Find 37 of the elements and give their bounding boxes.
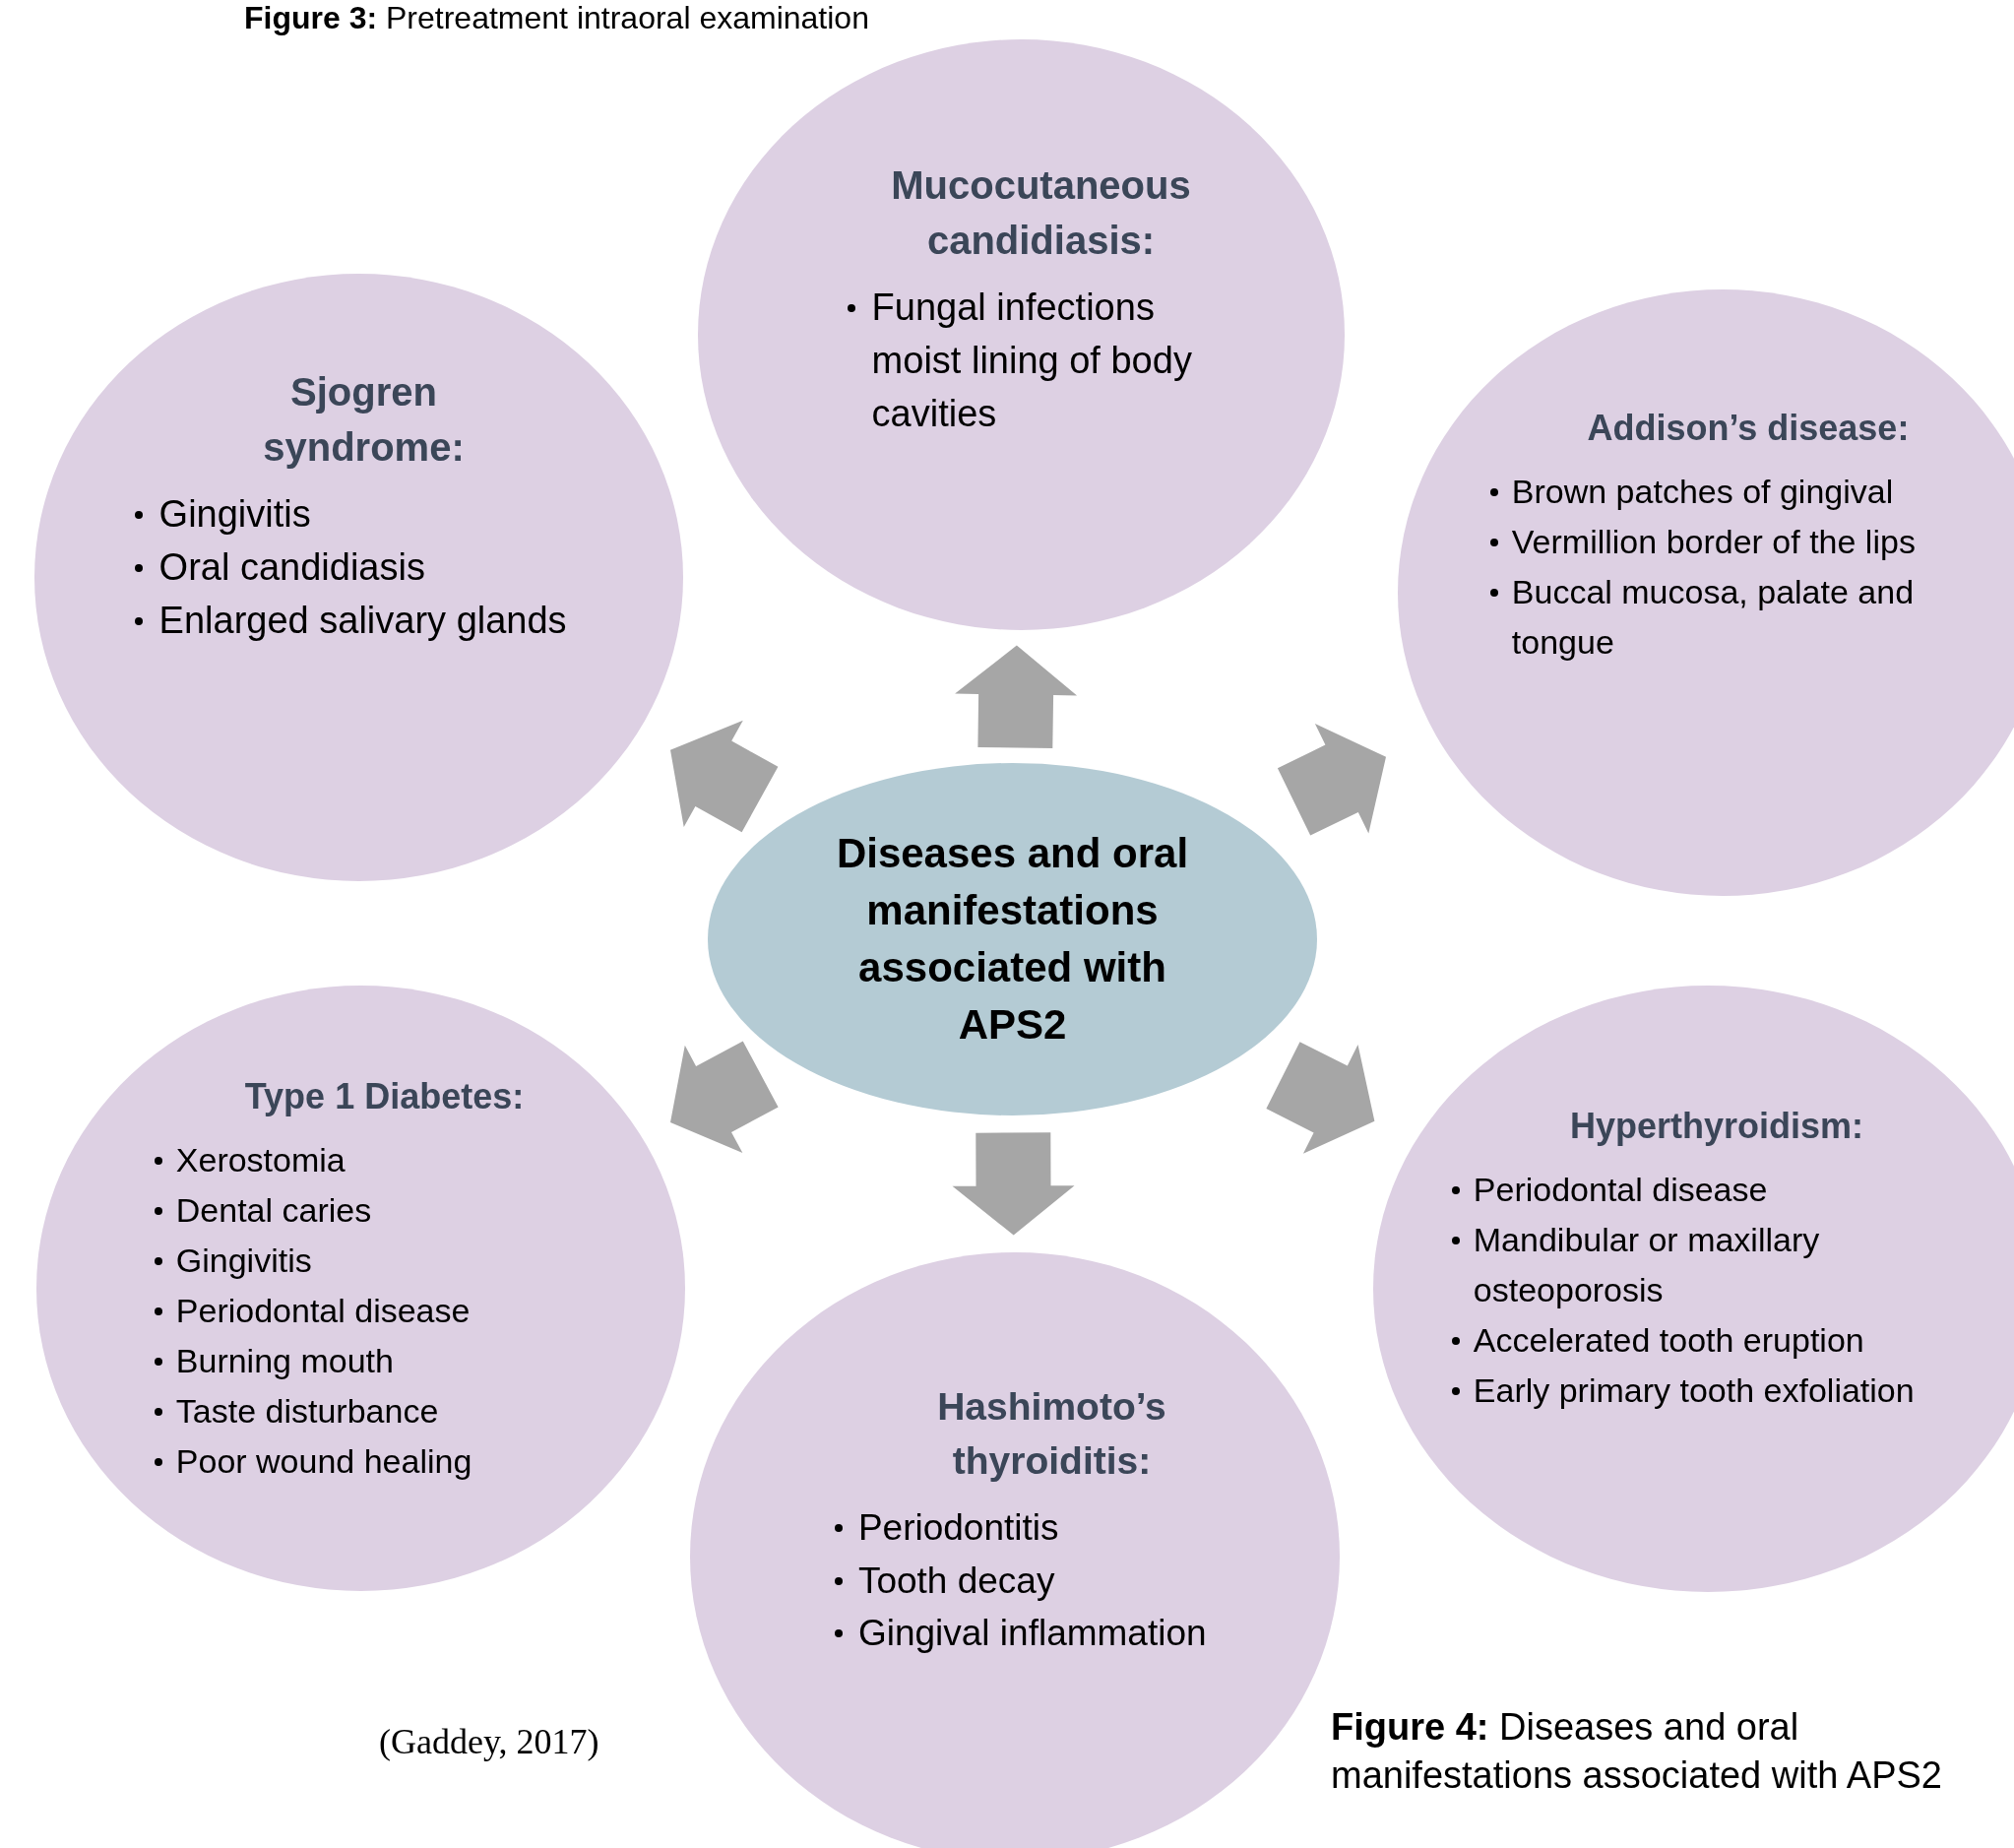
circle-heading: Addison’s disease: (1587, 407, 1910, 450)
block-arrow (670, 720, 779, 833)
circle-heading: Hyperthyroidism: (1569, 1105, 1864, 1148)
bullet-item: Accelerated tooth eruption (1450, 1315, 1983, 1367)
block-arrow (1266, 1042, 1375, 1154)
bullet-item: Tooth decay (833, 1554, 1271, 1608)
bullet-item: Buccal mucosa, palate and tongue (1488, 567, 2008, 669)
bullet-item: Periodontal disease (1450, 1165, 1983, 1216)
block-arrow (1277, 724, 1386, 836)
circle-heading: Type 1 Diabetes: (244, 1075, 525, 1118)
bullet-item: Gingivitis (153, 1236, 616, 1287)
source-note: (Gaddey, 2017) (379, 1721, 599, 1762)
bullet-item: Taste disturbance (153, 1386, 616, 1437)
bullet-item: Dental caries (153, 1185, 616, 1237)
bullet-item: Periodontal disease (153, 1286, 616, 1337)
bullet-item: Early primary tooth exfoliation (1450, 1366, 1983, 1417)
bullet-item: Poor wound healing (153, 1436, 616, 1488)
bullet-item: Gingival inflammation (833, 1607, 1271, 1661)
block-arrow (952, 1132, 1075, 1236)
block-arrow (670, 1041, 779, 1154)
topic-text: Diseases and oral manifestations associated with APS2 (835, 829, 1190, 1050)
circle-heading: Sjogren syndrome: (262, 369, 466, 471)
bullet-item: Mandibular or maxillary osteoporosis (1450, 1215, 1983, 1316)
figure-heading: Figure 3: Pretreatment intraoral examination (244, 0, 869, 36)
bullet-item: Fungal infections moist lining of body cavities (846, 282, 1236, 441)
bullet-item: Brown patches of gingival (1488, 467, 2008, 518)
bullet-item: Periodontitis (833, 1501, 1271, 1555)
bullet-item: Enlarged salivary glands (133, 594, 595, 648)
block-arrow (955, 645, 1078, 748)
bullet-item: Vermillion border of the lips (1488, 517, 2008, 568)
circle-heading: Mucocutaneous candidiasis: (890, 162, 1192, 264)
figure-caption: Figure 4: Diseases and oral manifestations associated with APS2 (1331, 1705, 1943, 1799)
bullet-item: Burning mouth (153, 1336, 616, 1387)
circle-heading: Hashimoto’s thyroiditis: (936, 1384, 1167, 1484)
bullet-item: Oral candidiasis (133, 541, 595, 595)
bullet-item: Xerostomia (153, 1135, 616, 1186)
bullet-item: Gingivitis (133, 488, 595, 542)
